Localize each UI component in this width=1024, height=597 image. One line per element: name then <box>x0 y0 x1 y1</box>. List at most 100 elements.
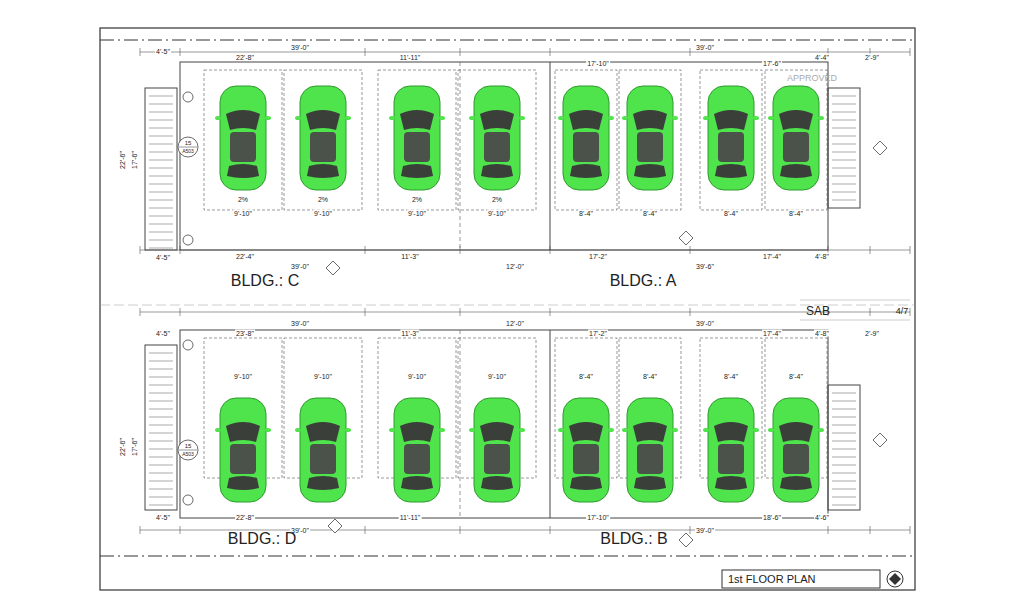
plan-line <box>870 526 871 534</box>
plan-line <box>180 526 181 534</box>
dimension-label: 12'-0" <box>505 263 525 270</box>
plan-line <box>140 308 141 316</box>
car-icon <box>389 398 445 502</box>
callout-circle <box>178 137 198 157</box>
plan-line <box>832 457 856 458</box>
plan-line <box>100 556 915 557</box>
plan-line <box>832 168 856 169</box>
plan-outline <box>100 28 915 590</box>
plan-outline <box>828 385 860 510</box>
dimension-label: APPROVED <box>786 74 838 83</box>
plan-line <box>149 361 173 362</box>
dimension-label: 22'-8" <box>235 514 255 521</box>
plan-line <box>832 449 856 450</box>
dimension-label: 2% <box>317 196 329 203</box>
dimension-label: 4/7 <box>895 307 910 316</box>
dimension-label: 4'-8" <box>814 330 830 337</box>
dimension-label: 2'-9" <box>864 54 880 61</box>
plan-line <box>800 320 910 321</box>
dimension-label: 8'-4" <box>788 373 804 380</box>
plan-line <box>149 401 173 402</box>
plan-line <box>149 481 173 482</box>
dimension-label: 4'-5" <box>155 514 171 521</box>
dimension-label: 4'-5" <box>155 330 171 337</box>
dimension-label: 39'-6" <box>695 263 715 270</box>
dimension-label: 39'-0" <box>695 320 715 327</box>
plan-line <box>149 377 173 378</box>
plan-outline <box>828 88 860 208</box>
dimension-label: 11'-3" <box>400 330 419 337</box>
plan-line <box>149 136 173 137</box>
dimension-label: 8'-4" <box>578 210 594 217</box>
plan-line <box>870 308 871 316</box>
plan-line <box>149 497 173 498</box>
dimension-label: 17'-6" <box>131 150 138 170</box>
dimension-label: 4'-4" <box>814 54 830 61</box>
plan-line <box>832 96 856 97</box>
plan-outline <box>180 330 828 518</box>
plan-outline <box>555 70 617 210</box>
plan-line <box>149 160 173 161</box>
building-label: BLDG.: B <box>599 531 669 547</box>
plan-line <box>149 441 173 442</box>
plan-line <box>149 152 173 153</box>
plan-line <box>149 425 173 426</box>
plan-line <box>179 147 197 148</box>
car-icon <box>558 86 614 190</box>
dimension-label: 39'-0" <box>290 263 310 270</box>
plan-line <box>149 433 173 434</box>
dimension-label: 9'-10" <box>313 210 333 217</box>
plan-line <box>870 246 871 254</box>
dimension-label: 39'-0" <box>695 44 715 51</box>
plan-line <box>832 184 856 185</box>
plan-line <box>149 104 173 105</box>
plan-line <box>800 300 910 301</box>
callout-circle <box>183 340 193 350</box>
plan-line <box>550 526 551 534</box>
dimension-label: 2'-9" <box>864 330 880 337</box>
car-icon <box>295 398 351 502</box>
plan-line <box>149 112 173 113</box>
plan-line <box>180 48 181 56</box>
callout-circle <box>183 92 193 102</box>
car-icon <box>622 86 678 190</box>
plan-line <box>832 120 856 121</box>
plan-line <box>149 489 173 490</box>
north-arrow <box>889 573 901 585</box>
plan-line <box>149 409 173 410</box>
plan-line <box>149 208 173 209</box>
car-icon <box>703 398 759 502</box>
plan-line <box>690 308 691 316</box>
plan-line <box>832 441 856 442</box>
dimension-label: 9'-10" <box>407 373 427 380</box>
plan-line <box>460 62 461 250</box>
plan-line <box>550 48 551 56</box>
sheet-title: 1st FLOOR PLAN <box>728 574 815 585</box>
car-icon <box>469 86 525 190</box>
plan-line <box>460 308 461 316</box>
plan-line <box>149 192 173 193</box>
dimension-label: 17'-10" <box>586 60 610 67</box>
dimension-label: 9'-10" <box>487 373 507 380</box>
dimension-label: 2% <box>411 196 423 203</box>
plan-line <box>832 425 856 426</box>
section-marker <box>679 533 693 547</box>
dimension-label: 17'-6" <box>131 437 138 457</box>
dimension-label: 8'-4" <box>723 210 739 217</box>
dimension-label: 4'-5" <box>155 254 171 261</box>
plan-line <box>832 505 856 506</box>
dimension-label: 17'-2" <box>588 330 608 337</box>
plan-line <box>460 48 461 56</box>
plan-outline <box>700 70 762 210</box>
car-icon <box>622 398 678 502</box>
dimension-label: 22'-6" <box>119 150 126 170</box>
dimension-label: SAB <box>805 305 831 317</box>
plan-outline <box>284 70 362 210</box>
dimension-label: 8'-4" <box>723 373 739 380</box>
dimension-label: A503 <box>181 149 195 154</box>
plan-line <box>910 48 911 56</box>
plan-line <box>140 52 910 53</box>
dimension-label: 9'-10" <box>407 210 427 217</box>
dimension-label: 8'-4" <box>642 373 658 380</box>
